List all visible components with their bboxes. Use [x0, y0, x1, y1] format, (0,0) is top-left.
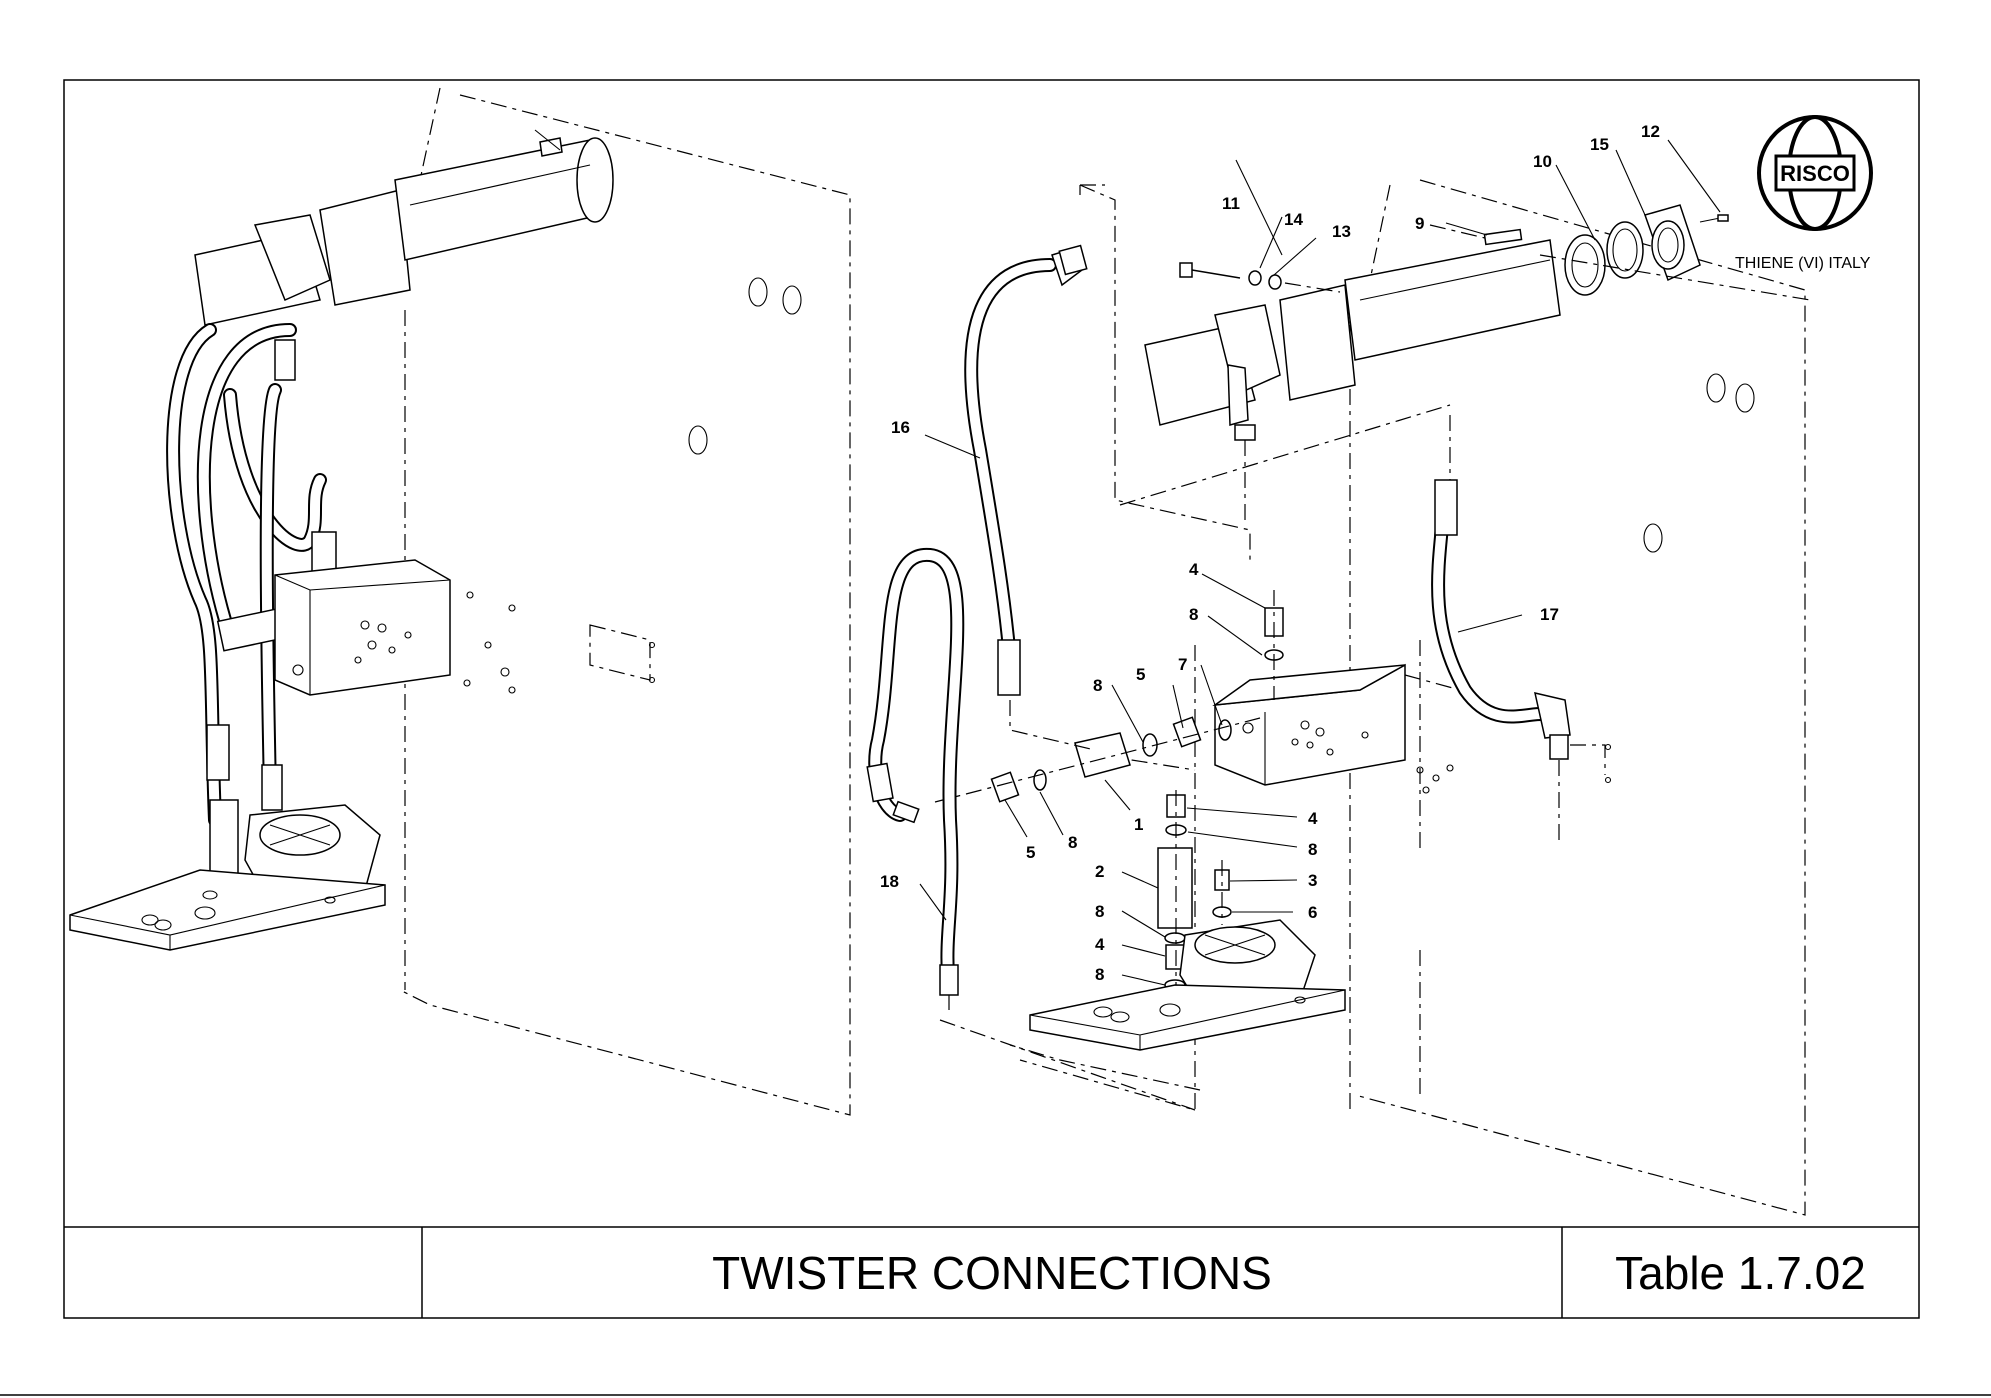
callout-13: 13 [1332, 222, 1351, 241]
callout-8-stack-a: 8 [1095, 902, 1104, 921]
leader-lines [919, 139, 1721, 986]
risco-logo: RISCO THIENE (VI) ITALY [1735, 115, 1873, 272]
callout-3: 3 [1308, 871, 1317, 890]
callout-7: 7 [1178, 655, 1187, 674]
callout-18: 18 [880, 872, 899, 891]
table-number: Table 1.7.02 [1615, 1246, 1866, 1299]
callout-16: 16 [891, 418, 910, 437]
logo-location-text: THIENE (VI) ITALY [1735, 255, 1871, 272]
callout-1: 1 [1134, 815, 1143, 834]
callout-8-top: 8 [1189, 605, 1198, 624]
callout-4-top: 4 [1189, 560, 1199, 579]
drawing-title: TWISTER CONNECTIONS [712, 1246, 1272, 1299]
sheet-frame [63, 79, 1920, 1319]
exploded-view [866, 179, 1811, 1216]
callout-8-mid: 8 [1308, 840, 1317, 859]
callout-15: 15 [1590, 135, 1609, 154]
callout-2: 2 [1095, 862, 1104, 881]
callout-8-left: 8 [1093, 676, 1102, 695]
assembled-view [69, 87, 851, 1116]
callout-17: 17 [1540, 605, 1559, 624]
callout-12: 12 [1641, 122, 1660, 141]
logo-brand-text: RISCO [1780, 161, 1850, 186]
callout-8-stack-b: 8 [1095, 965, 1104, 984]
callout-11: 11 [1222, 194, 1240, 213]
callout-10: 10 [1533, 152, 1552, 171]
callout-5-upper: 5 [1136, 665, 1145, 684]
callout-8-lower: 8 [1068, 833, 1077, 852]
callout-4-mid: 4 [1308, 809, 1318, 828]
callouts: 11 14 13 9 10 15 12 16 4 8 8 5 7 1 5 8 4… [880, 122, 1660, 984]
callout-14: 14 [1284, 210, 1303, 229]
callout-5-lower: 5 [1026, 843, 1035, 862]
callout-4-low: 4 [1095, 935, 1105, 954]
callout-9: 9 [1415, 214, 1424, 233]
callout-6: 6 [1308, 903, 1317, 922]
